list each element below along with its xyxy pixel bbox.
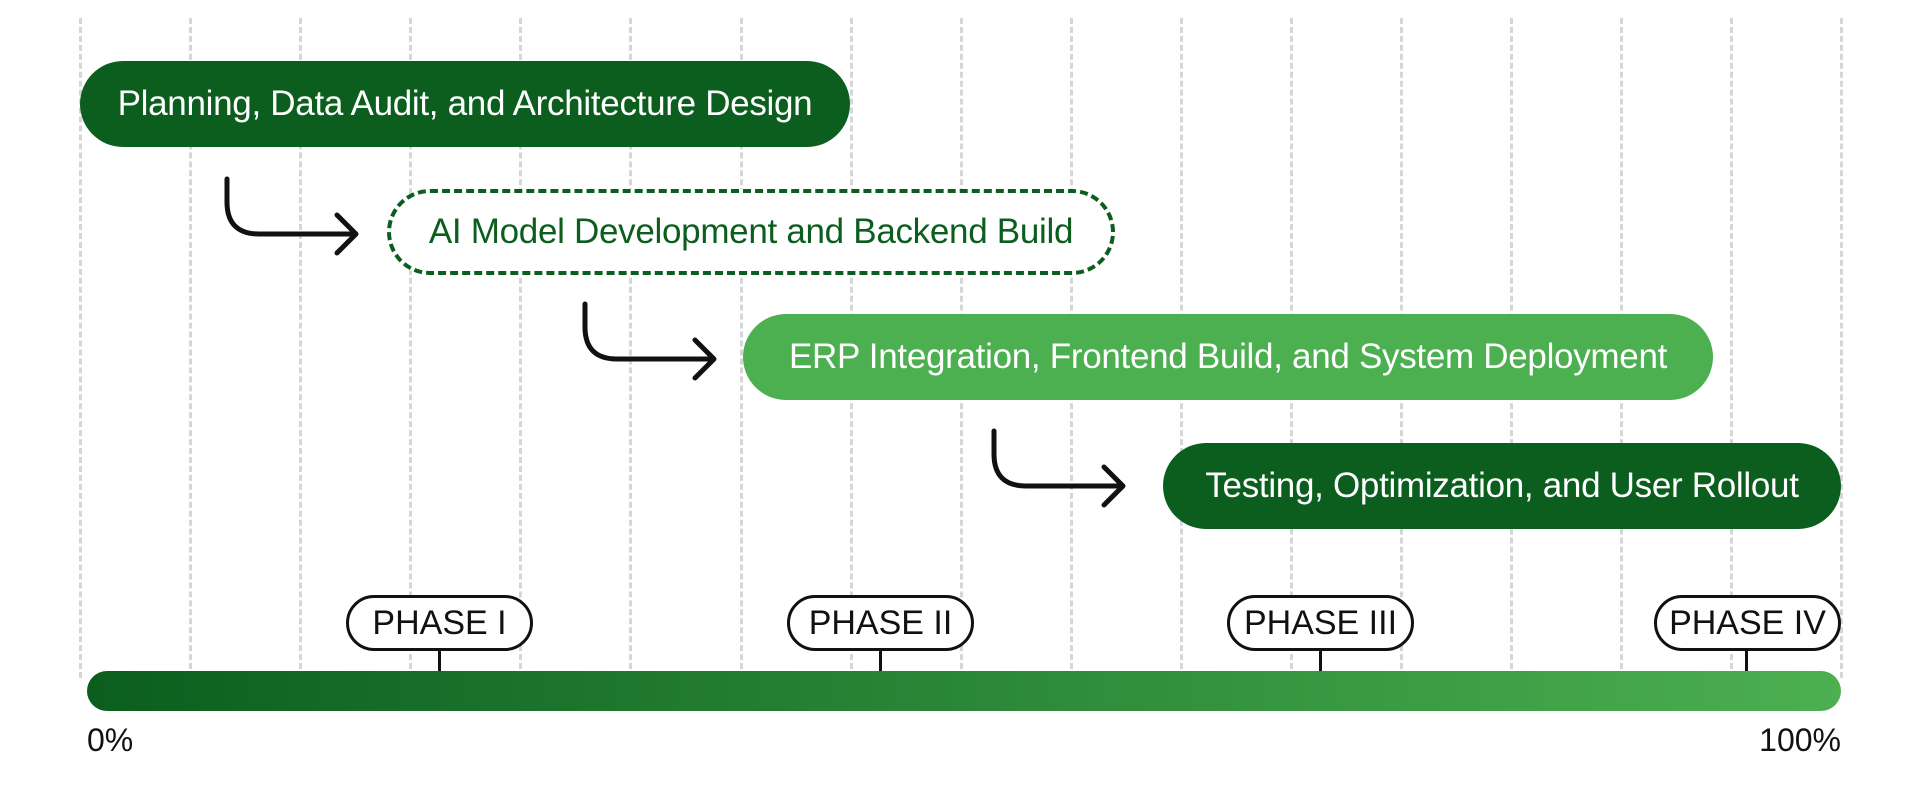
arrow-icon (991, 428, 1126, 508)
grid-line (629, 18, 632, 678)
task-label: Testing, Optimization, and User Rollout (1205, 466, 1799, 505)
task-label: Planning, Data Audit, and Architecture D… (117, 84, 813, 123)
phase-marker-3: PHASE III (1227, 595, 1414, 651)
task-label: AI Model Development and Backend Build (428, 212, 1074, 251)
task-label: ERP Integration, Frontend Build, and Sys… (788, 337, 1668, 376)
task-bar-planning: Planning, Data Audit, and Architecture D… (80, 61, 850, 147)
arrow-icon (224, 176, 359, 256)
phase-stem (1745, 651, 1748, 673)
progress-end-label: 100% (1759, 722, 1841, 758)
task-bar-ai-model: AI Model Development and Backend Build (387, 189, 1115, 275)
task-bar-erp-integration: ERP Integration, Frontend Build, and Sys… (743, 314, 1713, 400)
progress-start-label: 0% (87, 722, 134, 758)
phase-label: PHASE II (808, 603, 953, 642)
grid-line (519, 18, 522, 678)
grid-line (79, 18, 82, 678)
grid-line (299, 18, 302, 678)
phase-label: PHASE IV (1669, 603, 1826, 642)
phase-stem (1319, 651, 1322, 673)
phase-label: PHASE III (1243, 603, 1398, 642)
progress-bar (87, 671, 1841, 711)
arrow-icon (582, 301, 717, 381)
phase-marker-4: PHASE IV (1654, 595, 1841, 651)
phase-marker-2: PHASE II (787, 595, 974, 651)
grid-line (1730, 18, 1733, 678)
phase-stem (438, 651, 441, 673)
grid-line (409, 18, 412, 678)
phase-marker-1: PHASE I (346, 595, 533, 651)
phase-stem (879, 651, 882, 673)
grid-line (189, 18, 192, 678)
grid-line (1840, 18, 1843, 678)
task-bar-testing: Testing, Optimization, and User Rollout (1163, 443, 1841, 529)
phase-label: PHASE I (372, 603, 507, 642)
grid-line (740, 18, 743, 678)
